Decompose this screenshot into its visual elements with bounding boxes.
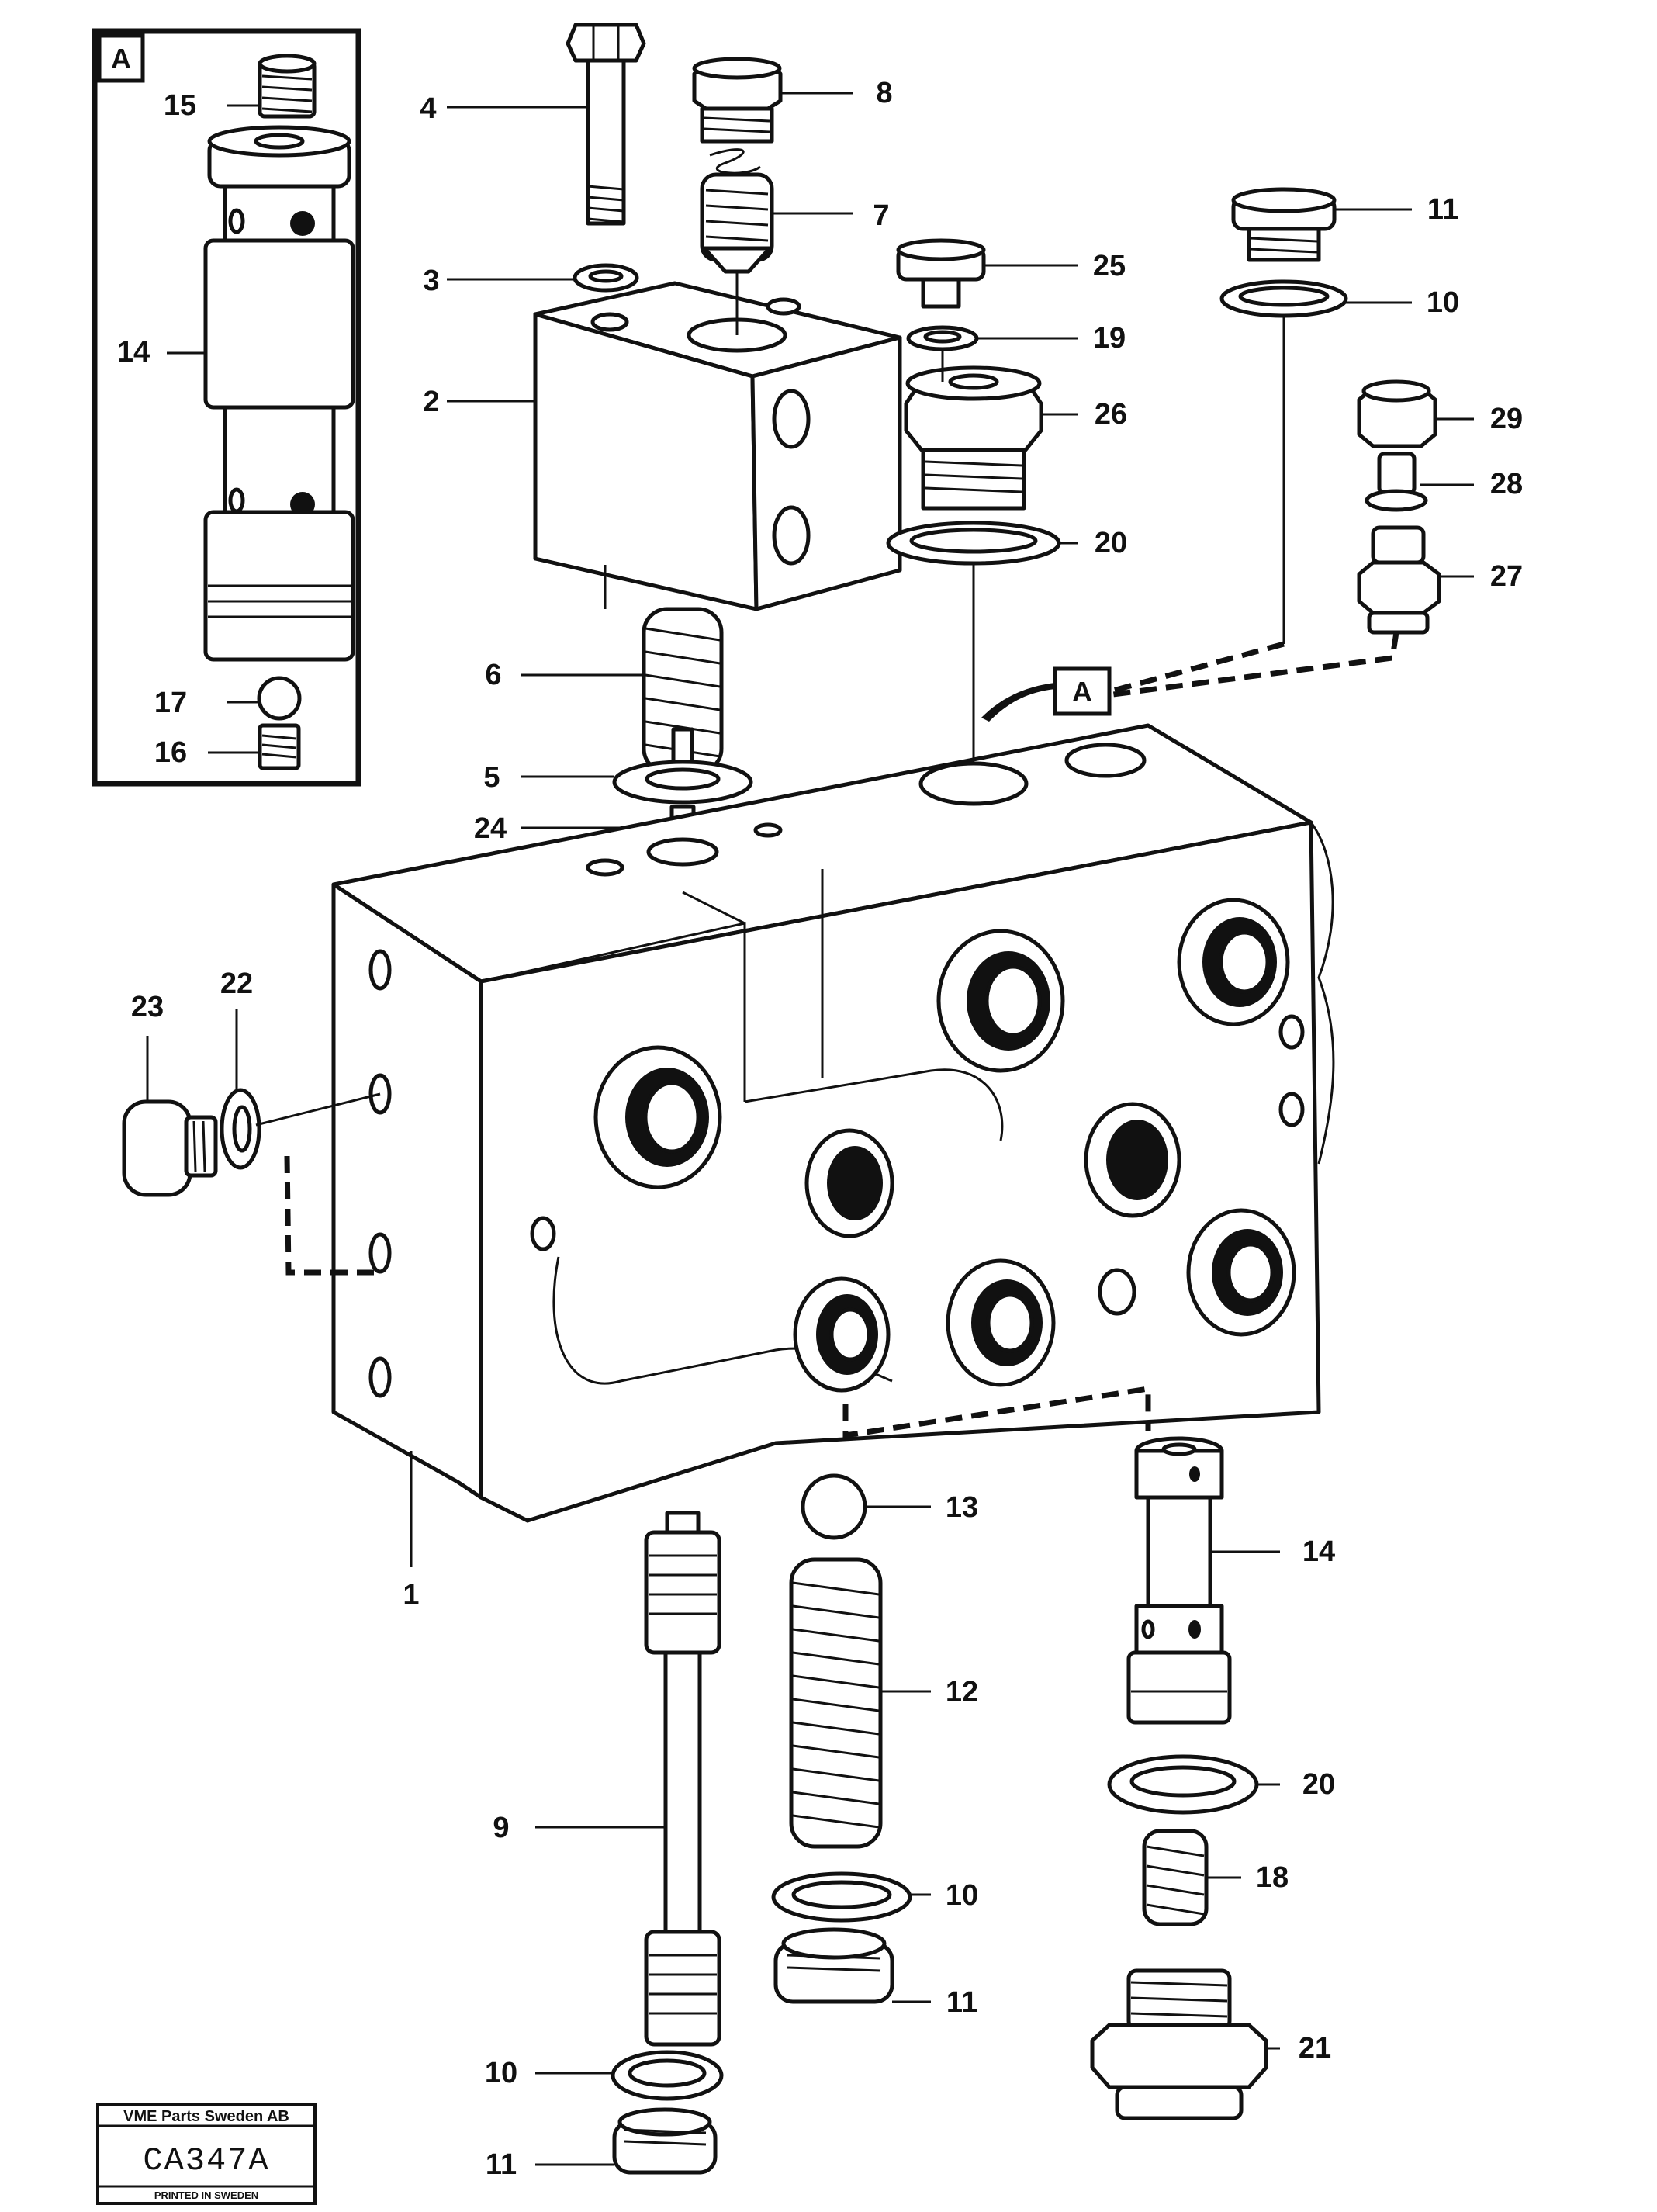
callout-9: 9: [493, 1812, 509, 1844]
part-13-ball: [801, 1473, 867, 1540]
part-1-valve-body: A: [331, 666, 1335, 1567]
callout-3: 3: [423, 265, 439, 297]
callout-11-left: 11: [486, 2148, 517, 2181]
part-10-washer-bottom-center: [771, 1871, 912, 1923]
document-stamp: VME Parts Sweden AB CA347A PRINTED IN SW…: [96, 2103, 317, 2205]
part-11-plug-top: [1231, 187, 1337, 262]
callout-14-detail: 14: [117, 336, 150, 369]
callout-24: 24: [474, 812, 507, 845]
view-a-marker: A: [1072, 676, 1092, 708]
callout-14-lower: 14: [1302, 1535, 1335, 1568]
callout-19: 19: [1093, 322, 1126, 355]
callout-7: 7: [873, 199, 889, 232]
upper-stack: [447, 23, 902, 854]
left-plug: [122, 1009, 381, 1276]
detail-view-label-box: [97, 33, 145, 83]
callout-18: 18: [1256, 1861, 1289, 1894]
callout-27: 27: [1490, 560, 1523, 593]
callout-29: 29: [1490, 403, 1523, 435]
part-14-valve-sleeve-detail: [203, 125, 355, 662]
part-23-plug: [122, 1099, 218, 1197]
detail-view-label: A: [111, 43, 131, 74]
part-8-plug: [692, 57, 783, 144]
callout-25: 25: [1093, 250, 1126, 282]
part-11-plug-bottom-center: [773, 1927, 894, 2004]
part-20-seal-upper: [886, 521, 1061, 566]
callout-13: 13: [946, 1491, 978, 1524]
callout-15: 15: [164, 89, 196, 122]
callout-1: 1: [403, 1579, 419, 1611]
callout-labels: 15 14 17 16 4 3 2 6 5 24 8 7 25 19 26 20…: [117, 77, 1523, 2181]
part-26-adapter: [904, 365, 1043, 511]
callout-8: 8: [876, 77, 892, 109]
callout-21: 21: [1299, 2032, 1331, 2065]
part-29-nut: [1357, 379, 1437, 448]
part-5-washer: [612, 760, 753, 805]
callout-10-upper: 10: [1427, 286, 1459, 319]
part-3-washer: [573, 263, 639, 293]
callout-4: 4: [420, 92, 436, 125]
top-port-small: [1064, 743, 1147, 778]
part-22-washer: [220, 1088, 261, 1170]
bottom-left-stack: [535, 1511, 724, 2175]
callout-11-upper: 11: [1427, 193, 1458, 226]
part-14-valve-sleeve: [1126, 1436, 1232, 1725]
part-28-screw: [1365, 452, 1428, 512]
part-10-washer-bottom-left: [611, 2050, 724, 2101]
callout-6: 6: [485, 659, 501, 691]
part-19-washer: [906, 325, 979, 351]
callout-22: 22: [220, 968, 253, 1000]
callout-10-center: 10: [946, 1879, 978, 1912]
callout-23: 23: [131, 991, 164, 1023]
callout-10-left: 10: [485, 2057, 517, 2089]
stamp-company: VME Parts Sweden AB: [123, 2108, 289, 2125]
callout-26: 26: [1095, 398, 1127, 431]
view-a-marker-box: [1053, 666, 1112, 716]
callout-16: 16: [154, 736, 187, 769]
callout-2: 2: [423, 386, 439, 418]
part-17-ball: [257, 676, 302, 721]
part-25-cap: [896, 238, 986, 309]
part-15-threaded-plug: [258, 54, 317, 119]
detail-view-a: A: [92, 28, 361, 787]
top-port-large: [918, 761, 1029, 806]
callout-12: 12: [946, 1676, 978, 1708]
part-10-washer-top: [1219, 279, 1348, 318]
part-7-spring-valve: [700, 148, 774, 274]
part-9-spool: [644, 1511, 721, 2047]
stamp-printed: PRINTED IN SWEDEN: [154, 2189, 258, 2201]
right-stack: [1112, 187, 1474, 698]
callout-11-center: 11: [946, 1986, 977, 2019]
part-12-spring: [789, 1557, 883, 1849]
part-18-spring: [1142, 1829, 1209, 1926]
callout-20-upper: 20: [1095, 527, 1127, 559]
center-stack: [886, 238, 1078, 784]
part-6-spring: [642, 607, 724, 778]
callout-20-lower: 20: [1302, 1768, 1335, 1801]
part-4-bolt: [566, 23, 646, 226]
front-ports: [530, 898, 1305, 1393]
detail-view-frame: [92, 28, 361, 787]
callout-5: 5: [483, 761, 500, 794]
callout-17: 17: [154, 687, 187, 719]
bottom-right-stack: [842, 1385, 1280, 2120]
stamp-code: CA347A: [143, 2142, 269, 2179]
part-20-seal-lower: [1107, 1754, 1259, 1815]
part-21-fitting: [1090, 1968, 1268, 2120]
part-16-set-screw: [258, 723, 301, 770]
part-2-valve-block: [533, 281, 902, 611]
callout-28: 28: [1490, 468, 1523, 500]
bottom-center-stack: [771, 1473, 931, 2004]
part-27-fitting: [1357, 525, 1441, 635]
part-11-plug-bottom-left: [612, 2107, 718, 2175]
